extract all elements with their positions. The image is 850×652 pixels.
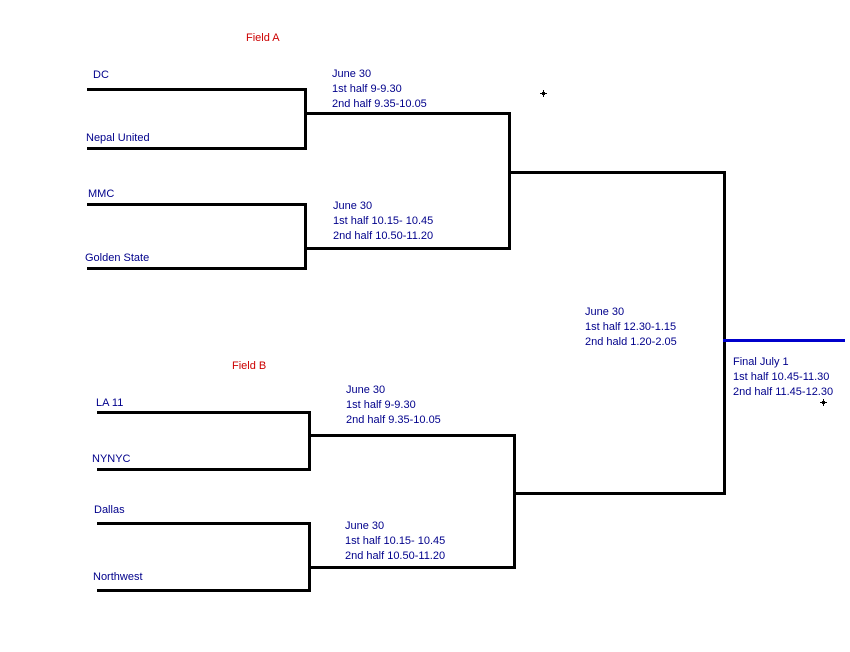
stray-mark-upper xyxy=(540,90,547,97)
team-label-la-11: LA 11 xyxy=(96,397,124,409)
match-info-semifinal: June 30 1st half 12.30-1.15 2nd hald 1.2… xyxy=(585,305,677,350)
team-label-northwest: Northwest xyxy=(93,571,143,583)
team-label-mmc: MMC xyxy=(88,188,115,200)
bracket-advance-qf1 xyxy=(304,112,511,115)
bracket-advance-semifinal-top xyxy=(508,171,726,174)
bracket-line-northwest xyxy=(97,589,311,592)
team-label-golden-state: Golden State xyxy=(85,252,150,264)
match-qf4-first-half: 1st half 10.15- 10.45 xyxy=(345,535,446,547)
bracket-advance-semifinal-bottom xyxy=(513,492,726,495)
match-info-final: Final July 1 1st half 10.45-11.30 2nd ha… xyxy=(733,355,833,400)
bracket-line-golden-state xyxy=(87,267,307,270)
field-label-a: Field A xyxy=(246,32,280,44)
match-semifinal-second-half: 2nd hald 1.20-2.05 xyxy=(585,336,677,348)
match-info-qf2: June 30 1st half 10.15- 10.45 2nd half 1… xyxy=(333,199,433,244)
match-info-qf1: June 30 1st half 9-9.30 2nd half 9.35-10… xyxy=(332,67,427,112)
match-semifinal-first-half: 1st half 12.30-1.15 xyxy=(585,321,677,333)
bracket-connector-qf4 xyxy=(308,522,311,592)
bracket-connector-qf3 xyxy=(308,411,311,471)
bracket-line-dc xyxy=(87,88,307,91)
bracket-connector-qf1 xyxy=(304,88,307,150)
bracket-line-nepal-united xyxy=(87,147,307,150)
stray-mark-lower xyxy=(820,399,827,406)
bracket-connector-semifinal-top xyxy=(508,112,511,250)
match-qf3-first-half: 1st half 9-9.30 xyxy=(346,399,416,411)
field-label-b: Field B xyxy=(232,360,267,372)
match-final-second-half: 2nd half 11.45-12.30 xyxy=(733,386,834,398)
bracket-advance-qf3 xyxy=(308,434,516,437)
team-label-dallas: Dallas xyxy=(94,504,125,516)
match-qf4-date: June 30 xyxy=(345,520,385,532)
team-label-nepal-united: Nepal United xyxy=(86,132,150,144)
bracket-line-dallas xyxy=(97,522,311,525)
match-qf1-date: June 30 xyxy=(332,68,372,80)
match-final-date: Final July 1 xyxy=(733,356,789,368)
bracket-connector-semifinal-bottom xyxy=(513,434,516,569)
bracket-line-mmc xyxy=(87,203,307,206)
match-info-qf4: June 30 1st half 10.15- 10.45 2nd half 1… xyxy=(345,519,445,564)
bracket-advance-qf4 xyxy=(308,566,516,569)
match-qf1-first-half: 1st half 9-9.30 xyxy=(332,83,402,95)
match-semifinal-date: June 30 xyxy=(585,306,625,318)
bracket-connector-final xyxy=(723,171,726,495)
match-qf3-date: June 30 xyxy=(346,384,386,396)
match-info-qf3: June 30 1st half 9-9.30 2nd half 9.35-10… xyxy=(346,383,441,428)
match-qf4-second-half: 2nd half 10.50-11.20 xyxy=(345,550,446,562)
bracket-connector-qf2 xyxy=(304,203,307,270)
bracket-line-nynyc xyxy=(97,468,311,471)
team-label-nynyc: NYNYC xyxy=(92,453,131,465)
bracket-line-la-11 xyxy=(97,411,311,414)
match-qf2-first-half: 1st half 10.15- 10.45 xyxy=(333,215,434,227)
bracket-advance-qf2 xyxy=(304,247,511,250)
match-qf2-date: June 30 xyxy=(333,200,373,212)
match-final-first-half: 1st half 10.45-11.30 xyxy=(733,371,830,383)
bracket-winner-line-final xyxy=(723,339,845,342)
match-qf1-second-half: 2nd half 9.35-10.05 xyxy=(332,98,427,110)
team-label-dc: DC xyxy=(93,69,109,81)
match-qf2-second-half: 2nd half 10.50-11.20 xyxy=(333,230,434,242)
match-qf3-second-half: 2nd half 9.35-10.05 xyxy=(346,414,441,426)
